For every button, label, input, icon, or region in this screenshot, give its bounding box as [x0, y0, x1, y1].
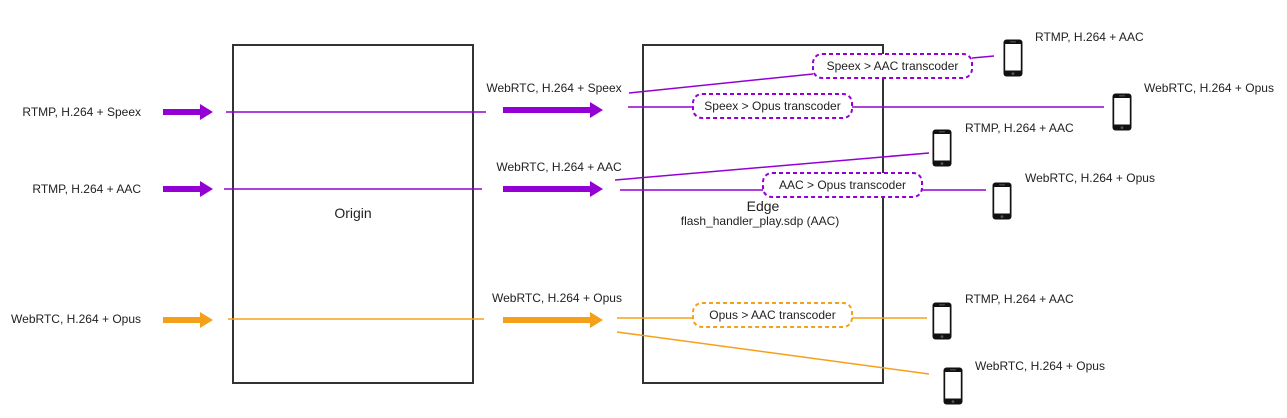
mobile-phone-icon — [1112, 93, 1132, 131]
mobile-phone-icon — [932, 129, 952, 167]
transcoder-opus-to-aac[interactable]: Opus > AAC transcoder — [692, 302, 853, 328]
line-aac-transcoder-to-phone — [971, 55, 995, 59]
output-label: RTMP, H.264 + AAC — [1035, 30, 1144, 44]
transcoder-speex-to-aac[interactable]: Speex > AAC transcoder — [812, 53, 973, 79]
internal-arrow-opus — [503, 312, 603, 328]
internal-label-webrtc-opus: WebRTC, H.264 + Opus — [492, 291, 622, 305]
line-opus-direct-to-phone — [616, 331, 930, 375]
output-client-6: WebRTC, H.264 + Opus — [943, 359, 1105, 405]
input-arrow-opus — [163, 312, 213, 328]
output-client-4: WebRTC, H.264 + Opus — [992, 171, 1155, 220]
edge-box — [642, 44, 884, 384]
transcoder-label: AAC > Opus transcoder — [779, 178, 906, 192]
internal-arrow-aac — [503, 181, 603, 197]
transcoder-speex-to-opus[interactable]: Speex > Opus transcoder — [692, 93, 853, 119]
mobile-phone-icon — [943, 367, 963, 405]
input-label-webrtc-opus: WebRTC, H.264 + Opus — [11, 312, 141, 326]
transcoder-label: Speex > Opus transcoder — [704, 99, 840, 113]
output-label: RTMP, H.264 + AAC — [965, 121, 1074, 135]
transcoder-label: Speex > AAC transcoder — [827, 59, 959, 73]
output-label: RTMP, H.264 + AAC — [965, 292, 1074, 306]
output-client-2: WebRTC, H.264 + Opus — [1112, 81, 1274, 131]
mobile-phone-icon — [992, 182, 1012, 220]
transcoder-label: Opus > AAC transcoder — [709, 308, 835, 322]
output-label: WebRTC, H.264 + Opus — [975, 359, 1105, 373]
edge-title: Edge — [747, 198, 780, 214]
edge-subtitle: flash_handler_play.sdp (AAC) — [681, 214, 840, 228]
input-label-rtmp-speex: RTMP, H.264 + Speex — [22, 105, 141, 119]
mobile-phone-icon — [1003, 39, 1023, 77]
line-speex-to-aac-transcoder — [628, 73, 814, 94]
internal-label-webrtc-speex: WebRTC, H.264 + Speex — [486, 81, 621, 95]
mobile-phone-icon — [932, 302, 952, 340]
internal-arrow-speex — [503, 102, 603, 118]
output-label: WebRTC, H.264 + Opus — [1144, 81, 1274, 95]
origin-title: Origin — [334, 205, 371, 221]
input-arrow-aac — [163, 181, 213, 197]
transcoder-aac-to-opus[interactable]: AAC > Opus transcoder — [762, 172, 923, 198]
output-client-3: RTMP, H.264 + AAC — [932, 121, 1074, 167]
internal-label-webrtc-aac: WebRTC, H.264 + AAC — [496, 160, 622, 174]
line-aac-direct-to-phone — [614, 152, 930, 181]
output-client-5: RTMP, H.264 + AAC — [932, 292, 1074, 340]
output-client-1: RTMP, H.264 + AAC — [1003, 30, 1144, 77]
output-label: WebRTC, H.264 + Opus — [1025, 171, 1155, 185]
origin-box — [232, 44, 474, 384]
input-label-rtmp-aac: RTMP, H.264 + AAC — [32, 182, 141, 196]
input-arrow-speex — [163, 104, 213, 120]
